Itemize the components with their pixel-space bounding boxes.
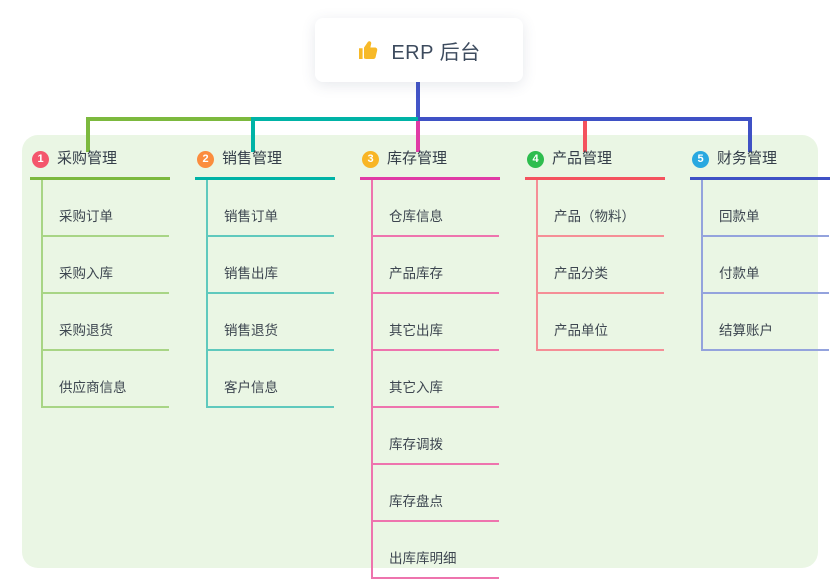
branch-node-3[interactable]: 3 库存管理	[360, 150, 500, 180]
branch-number-badge: 5	[692, 150, 709, 168]
child-node[interactable]: 产品库存	[373, 237, 499, 294]
child-node[interactable]: 其它出库	[373, 294, 499, 351]
branch-node-1[interactable]: 1 采购管理	[30, 150, 170, 180]
child-label: 产品（物料）	[554, 209, 635, 224]
child-label: 仓库信息	[389, 209, 443, 224]
child-label: 结算账户	[719, 323, 773, 338]
child-label: 供应商信息	[59, 380, 127, 395]
child-label: 采购退货	[59, 323, 113, 338]
branch-node-5[interactable]: 5 财务管理	[690, 150, 830, 180]
child-node[interactable]: 产品分类	[538, 237, 664, 294]
child-node[interactable]: 仓库信息	[373, 180, 499, 237]
child-label: 产品分类	[554, 266, 608, 281]
child-label: 销售出库	[224, 266, 278, 281]
branch-node-2[interactable]: 2 销售管理	[195, 150, 335, 180]
branch-children: 回款单付款单结算账户	[701, 180, 829, 351]
branch-node-4[interactable]: 4 产品管理	[525, 150, 665, 180]
branch-drop-line	[748, 119, 752, 152]
thumbs-up-icon	[357, 38, 381, 62]
branch-number-badge: 3	[362, 150, 379, 168]
child-node[interactable]: 采购退货	[43, 294, 169, 351]
child-label: 库存调拨	[389, 437, 443, 452]
child-label: 产品单位	[554, 323, 608, 338]
branch-children: 销售订单销售出库销售退货客户信息	[206, 180, 334, 408]
child-node[interactable]: 回款单	[703, 180, 829, 237]
child-node[interactable]: 出库库明细	[373, 522, 499, 579]
child-node[interactable]: 库存调拨	[373, 408, 499, 465]
mindmap-panel	[22, 135, 818, 568]
branch-column-4: 4 产品管理产品（物料） 产品分类产品单位	[525, 150, 685, 351]
branch-number-badge: 2	[197, 150, 214, 168]
branch-drop-line	[583, 119, 587, 152]
child-node[interactable]: 客户信息	[208, 351, 334, 408]
branch-children: 采购订单采购入库采购退货供应商信息	[41, 180, 169, 408]
branch-label: 销售管理	[222, 150, 283, 167]
child-label: 客户信息	[224, 380, 278, 395]
child-label: 采购订单	[59, 209, 113, 224]
child-label: 回款单	[719, 209, 760, 224]
child-label: 其它出库	[389, 323, 443, 338]
child-node[interactable]: 产品单位	[538, 294, 664, 351]
branch-label: 采购管理	[57, 150, 118, 167]
branch-drop-line	[251, 119, 255, 152]
child-node[interactable]: 销售出库	[208, 237, 334, 294]
child-label: 销售退货	[224, 323, 278, 338]
child-node[interactable]: 采购入库	[43, 237, 169, 294]
branch-label: 库存管理	[387, 150, 448, 167]
spine-left-inner	[251, 117, 418, 121]
branch-column-3: 3 库存管理仓库信息产品库存其它出库其它入库库存调拨库存盘点出库库明细	[360, 150, 520, 579]
child-label: 库存盘点	[389, 494, 443, 509]
root-title: ERP 后台	[391, 41, 481, 64]
branch-drop-line	[416, 119, 420, 152]
root-node-erp[interactable]: ERP 后台	[315, 18, 523, 82]
child-label: 销售订单	[224, 209, 278, 224]
child-node[interactable]: 其它入库	[373, 351, 499, 408]
child-label: 采购入库	[59, 266, 113, 281]
child-label: 出库库明细	[389, 551, 457, 566]
branch-number-badge: 1	[32, 150, 49, 168]
branch-column-5: 5 财务管理回款单付款单结算账户	[690, 150, 839, 351]
branch-children: 产品（物料） 产品分类产品单位	[536, 180, 664, 351]
child-node[interactable]: 销售退货	[208, 294, 334, 351]
branch-column-2: 2 销售管理销售订单销售出库销售退货客户信息	[195, 150, 355, 408]
spine-left-outer	[86, 117, 255, 121]
child-node[interactable]: 结算账户	[703, 294, 829, 351]
root-connector-line	[416, 82, 420, 119]
branch-column-1: 1 采购管理采购订单采购入库采购退货供应商信息	[30, 150, 190, 408]
child-node[interactable]: 库存盘点	[373, 465, 499, 522]
child-node[interactable]: 产品（物料）	[538, 180, 664, 237]
branch-label: 产品管理	[552, 150, 613, 167]
branch-drop-line	[86, 119, 90, 152]
child-label: 其它入库	[389, 380, 443, 395]
spine-right	[418, 117, 752, 121]
branch-number-badge: 4	[527, 150, 544, 168]
child-label: 付款单	[719, 266, 760, 281]
child-node[interactable]: 供应商信息	[43, 351, 169, 408]
child-node[interactable]: 采购订单	[43, 180, 169, 237]
branch-label: 财务管理	[717, 150, 778, 167]
child-label: 产品库存	[389, 266, 443, 281]
child-node[interactable]: 销售订单	[208, 180, 334, 237]
child-node[interactable]: 付款单	[703, 237, 829, 294]
branch-children: 仓库信息产品库存其它出库其它入库库存调拨库存盘点出库库明细	[371, 180, 499, 579]
